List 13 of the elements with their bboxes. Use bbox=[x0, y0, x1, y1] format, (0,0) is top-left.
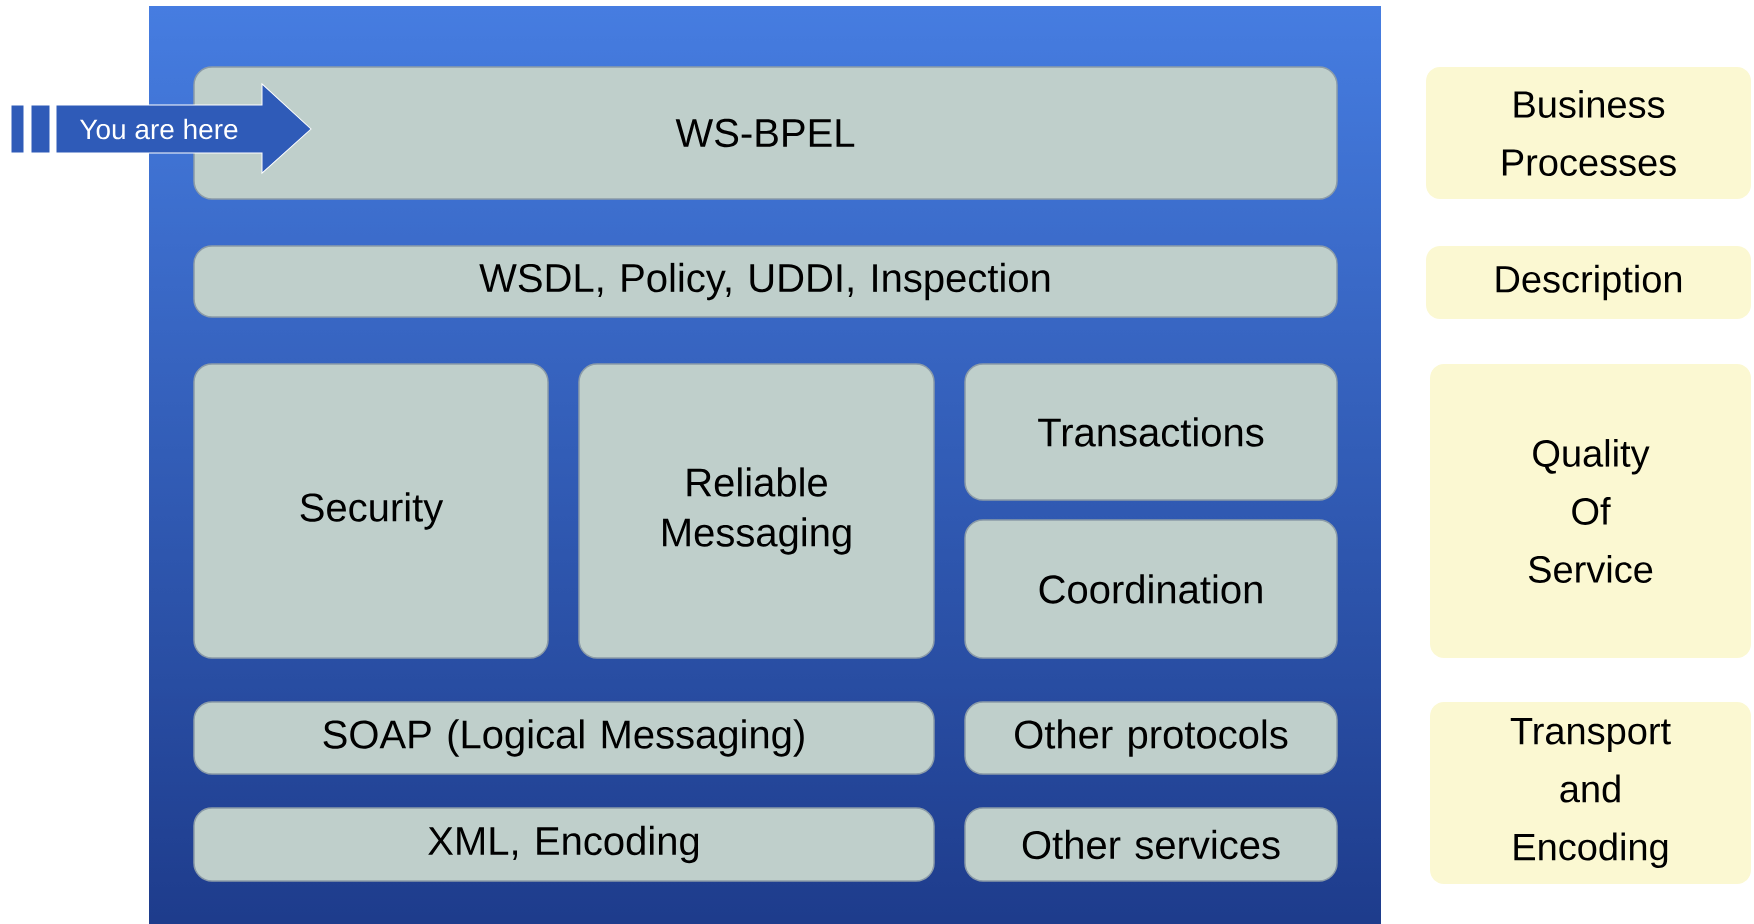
category-box: Business Processes bbox=[1426, 67, 1751, 199]
layer-box: Other protocols bbox=[964, 701, 1338, 775]
layer-box: XML, Encoding bbox=[193, 807, 935, 882]
layer-box: Coordination bbox=[964, 519, 1338, 659]
layer-box: Other services bbox=[964, 807, 1338, 882]
category-box: Transport and Encoding bbox=[1430, 702, 1751, 884]
layer-box: Transactions bbox=[964, 363, 1338, 501]
category-box: Quality Of Service bbox=[1430, 364, 1751, 658]
layer-box: SOAP (Logical Messaging) bbox=[193, 701, 935, 775]
layer-box: WSDL, Policy, UDDI, Inspection bbox=[193, 245, 1338, 318]
layer-box: Reliable Messaging bbox=[578, 363, 935, 659]
category-box: Description bbox=[1426, 246, 1751, 319]
layer-box: Security bbox=[193, 363, 549, 659]
